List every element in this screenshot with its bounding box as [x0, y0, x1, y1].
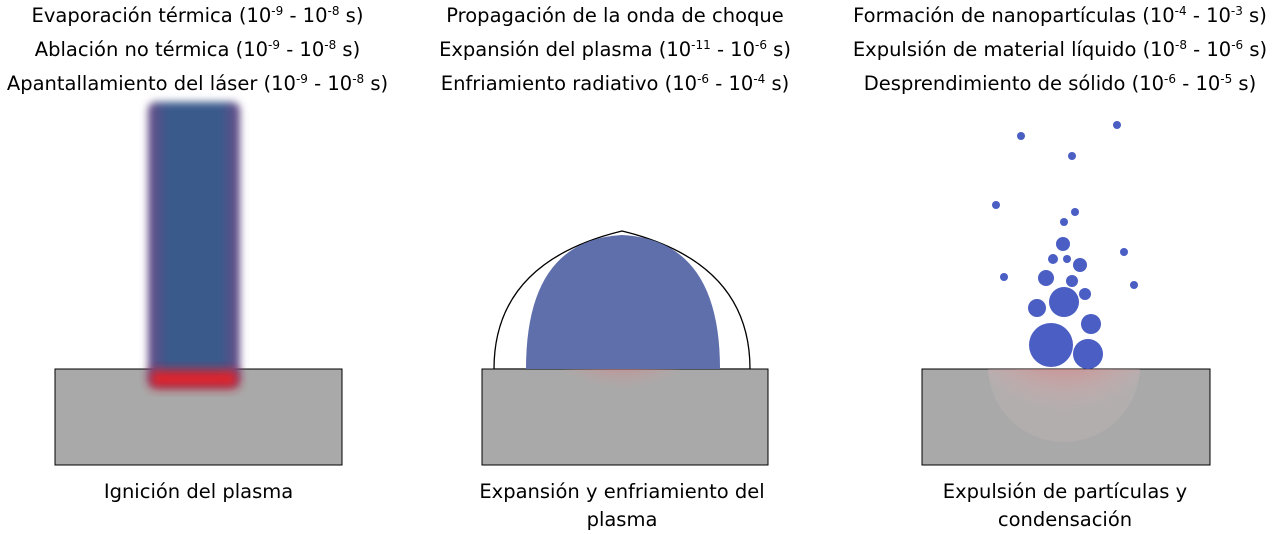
particle: [1079, 288, 1091, 300]
particle: [1130, 281, 1138, 289]
panel-1-line-2: Ablación no térmica (10-9 - 10-8 s): [34, 38, 361, 61]
particle: [1113, 121, 1121, 129]
panel-3-line-2: Expulsión de material líquido (10-8 - 10…: [852, 38, 1268, 61]
hot-zone-2: [564, 369, 680, 411]
particles: [992, 121, 1138, 369]
panel-2-line-1: Propagación de la onda de choque: [446, 4, 784, 27]
particle: [1071, 208, 1079, 216]
particle: [1073, 339, 1103, 369]
caption-2: Expansión y enfriamiento del plasma: [479, 480, 765, 531]
particle: [1081, 314, 1101, 334]
particle: [1073, 258, 1087, 272]
particle: [1068, 152, 1076, 160]
particle: [1066, 275, 1078, 287]
laser-beam: [148, 102, 240, 387]
particle: [1028, 299, 1046, 317]
particle: [1017, 132, 1025, 140]
caption-1: Ignición del plasma: [103, 480, 294, 503]
panel-2-line-3: Enfriamiento radiativo (10-6 - 10-4 s): [440, 72, 790, 95]
particle: [1000, 273, 1008, 281]
panel-3-line-1: Formación de nanopartículas (10-4 - 10-3…: [853, 4, 1267, 27]
particle: [992, 201, 1000, 209]
panel-3-line-3: Desprendimiento de sólido (10-6 - 10-5 s…: [863, 72, 1257, 95]
particle: [1049, 287, 1079, 317]
hot-zone-1: [150, 370, 238, 388]
particle: [1063, 255, 1071, 263]
plasma-plume: [526, 235, 720, 369]
hot-zone-3: [988, 369, 1140, 442]
particle: [1029, 323, 1073, 367]
particle: [1056, 237, 1070, 251]
caption-3: Expulsión de partículas y condensación: [942, 480, 1188, 531]
particle: [1120, 248, 1128, 256]
panel-1-line-1: Evaporación térmica (10-9 - 10-8 s): [31, 4, 364, 27]
panel-2-line-2: Expansión del plasma (10-11 - 10-6 s): [439, 38, 791, 61]
particle: [1060, 218, 1068, 226]
particle: [1048, 254, 1058, 264]
particle: [1038, 270, 1054, 286]
panel-1-line-3: Apantallamiento del láser (10-9 - 10-8 s…: [6, 72, 389, 95]
